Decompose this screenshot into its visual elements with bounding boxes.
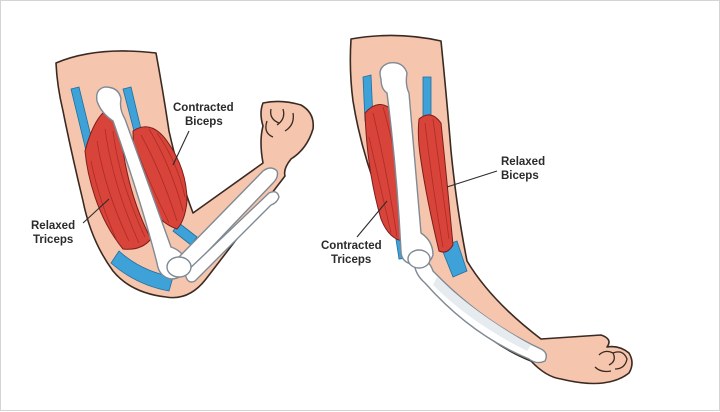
label-relaxed-triceps-line2: Triceps <box>33 234 73 246</box>
label-relaxed-biceps-line2: Biceps <box>501 170 539 182</box>
label-contracted-triceps-line1: Contracted <box>321 240 382 252</box>
flexed-elbow-joint <box>166 256 192 278</box>
leader-contracted-triceps <box>356 200 388 238</box>
flexed-arm <box>55 50 315 299</box>
extended-arm <box>349 34 633 385</box>
label-contracted-biceps-line2: Biceps <box>185 116 223 128</box>
extended-elbow-joint <box>407 249 431 269</box>
flexed-ulna <box>184 190 280 283</box>
flexed-elbow-tendon <box>110 250 174 292</box>
flexed-radius <box>178 167 279 272</box>
leader-relaxed-triceps <box>82 198 110 224</box>
extended-humerus <box>379 62 434 266</box>
label-relaxed-triceps-line1: Relaxed <box>31 220 75 232</box>
label-contracted-triceps-line2: Triceps <box>331 254 371 266</box>
extended-hand-fingers <box>594 350 628 373</box>
leader-relaxed-biceps <box>446 170 498 188</box>
flexed-fist-fingers <box>265 108 294 138</box>
labels: Contracted Biceps Relaxed Triceps Relaxe… <box>31 102 545 266</box>
label-relaxed-biceps-line1: Relaxed <box>501 156 545 168</box>
extended-ulna-shadow <box>433 277 531 351</box>
label-contracted-biceps-line1: Contracted <box>173 102 234 114</box>
extended-relaxed-biceps <box>417 114 454 253</box>
leader-contracted-biceps <box>172 130 190 166</box>
